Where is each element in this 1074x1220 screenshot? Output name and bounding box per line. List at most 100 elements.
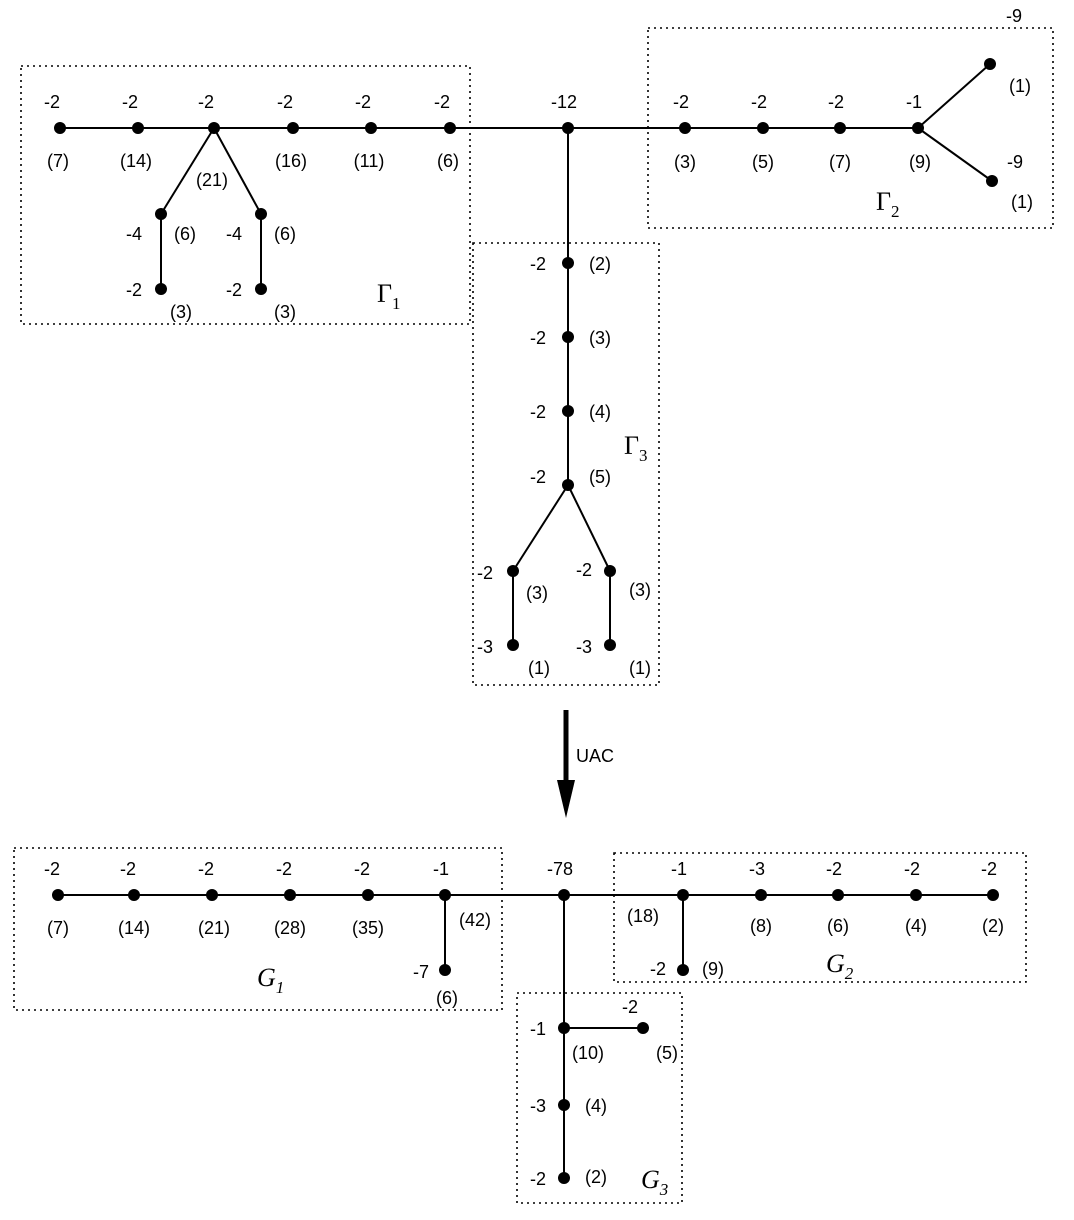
top-node-c2: [255, 283, 267, 295]
top-node-weight-d3: -2: [828, 92, 844, 112]
uac-arrow: UAC: [557, 710, 614, 818]
top-region-label-gamma1: Γ1: [377, 279, 401, 313]
bottom-node-weight-h5: -2: [354, 859, 370, 879]
top-edge-d4-e1: [917, 63, 991, 129]
top-region-symbol-gamma3: Γ: [624, 431, 639, 460]
bottom-node-weight-h2: -2: [120, 859, 136, 879]
bottom-region-label-g3: G3: [641, 1165, 668, 1199]
bottom-region-symbol-g1: G: [257, 963, 276, 992]
top-node-d2: [757, 122, 769, 134]
bottom-node-k1: [677, 889, 689, 901]
top-node-vr2: [604, 639, 616, 651]
top-node-multiplicity-a4: (16): [275, 151, 307, 171]
top-node-d4: [912, 122, 924, 134]
bottom-node-weight-h3: -2: [198, 859, 214, 879]
bottom-node-multiplicity-m2: (4): [585, 1096, 607, 1116]
top-node-multiplicity-e2: (1): [1011, 192, 1033, 212]
top-region-symbol-gamma2: Γ: [876, 187, 891, 216]
bottom-node-weight-m1b: -2: [622, 997, 638, 1017]
top-node-v4: [562, 479, 574, 491]
bottom-node-multiplicity-h4: (28): [274, 918, 306, 938]
bottom-node-m3: [558, 1172, 570, 1184]
top-node-multiplicity-b2: (3): [170, 302, 192, 322]
arrow-head: [557, 780, 575, 818]
bottom-node-multiplicity-m1b: (5): [656, 1043, 678, 1063]
bottom-node-multiplicity-h3: (21): [198, 918, 230, 938]
top-node-multiplicity-vl1: (3): [526, 583, 548, 603]
top-node-e1: [984, 58, 996, 70]
bottom-region-label-g1: G1: [257, 963, 284, 997]
bottom-node-h3: [206, 889, 218, 901]
bottom-node-multiplicity-h7: (6): [436, 988, 458, 1008]
top-node-weight-vr2: -3: [576, 637, 592, 657]
bottom-node-weight-k1b: -2: [650, 959, 666, 979]
bottom-node-weight-h1: -2: [44, 859, 60, 879]
top-node-vl2: [507, 639, 519, 651]
top-node-multiplicity-a6: (6): [437, 151, 459, 171]
bottom-node-multiplicity-k1: (18): [627, 906, 659, 926]
top-node-multiplicity-v3: (4): [589, 402, 611, 422]
bottom-node-weight-center: -78: [547, 859, 573, 879]
bottom-node-multiplicity-m1: (10): [572, 1043, 604, 1063]
top-node-c1: [255, 208, 267, 220]
top-node-weight-a2: -2: [122, 92, 138, 112]
bottom-region-symbol-g2: G: [826, 949, 845, 978]
arrow-label: UAC: [576, 746, 614, 766]
top-node-multiplicity-d4: (9): [909, 152, 931, 172]
top-node-center: [562, 122, 574, 134]
top-node-a6: [444, 122, 456, 134]
bottom-region-symbol-g3: G: [641, 1165, 660, 1194]
top-edge-v4-vr1: [567, 484, 611, 572]
top-node-d1: [679, 122, 691, 134]
bottom-region-g1: [13, 847, 503, 1011]
bottom-node-weight-h6: -1: [433, 859, 449, 879]
top-node-multiplicity-d2: (5): [752, 152, 774, 172]
top-node-multiplicity-a2: (14): [120, 151, 152, 171]
top-node-weight-v2: -2: [530, 328, 546, 348]
bottom-node-h2: [128, 889, 140, 901]
top-node-weight-a3: -2: [198, 92, 214, 112]
bottom-node-multiplicity-h2: (14): [118, 918, 150, 938]
bottom-node-weight-h4: -2: [276, 859, 292, 879]
top-node-weight-v1: -2: [530, 254, 546, 274]
top-node-weight-vr1: -2: [576, 560, 592, 580]
top-region-label-gamma2: Γ2: [876, 187, 900, 221]
bottom-region-label-g2: G2: [826, 949, 854, 983]
bottom-node-multiplicity-m3: (2): [585, 1167, 607, 1187]
bottom-region-subscript-g1: 1: [276, 978, 285, 997]
bottom-node-weight-k5: -2: [981, 859, 997, 879]
bottom-node-k2: [755, 889, 767, 901]
top-node-a5: [365, 122, 377, 134]
top-node-weight-a4: -2: [277, 92, 293, 112]
bottom-node-weight-m2: -3: [530, 1096, 546, 1116]
top-node-weight-d4: -1: [906, 92, 922, 112]
bottom-region-g2: [613, 852, 1027, 983]
bottom-region-subscript-g3: 3: [659, 1180, 669, 1199]
top-node-multiplicity-d3: (7): [829, 152, 851, 172]
top-region-subscript-gamma3: 3: [639, 446, 648, 465]
bottom-node-weight-m3: -2: [530, 1169, 546, 1189]
bottom-node-weight-k2: -3: [749, 859, 765, 879]
bottom-region-subscript-g2: 2: [845, 964, 854, 983]
top-region-symbol-gamma1: Γ: [377, 279, 392, 308]
bottom-node-k3: [832, 889, 844, 901]
top-node-weight-b2: -2: [126, 280, 142, 300]
top-node-weight-c2: -2: [226, 280, 242, 300]
bottom-node-weight-h7: -7: [413, 962, 429, 982]
top-node-weight-v4: -2: [530, 467, 546, 487]
bottom-node-multiplicity-k1b: (9): [702, 959, 724, 979]
top-node-multiplicity-vr2: (1): [629, 658, 651, 678]
top-node-multiplicity-c2: (3): [274, 302, 296, 322]
top-edge-d4-e2: [917, 127, 993, 182]
top-node-multiplicity-b1: (6): [174, 224, 196, 244]
top-region-subscript-gamma2: 2: [891, 202, 900, 221]
top-node-multiplicity-c1: (6): [274, 224, 296, 244]
bottom-node-h4: [284, 889, 296, 901]
top-edge-a3-b1: [160, 127, 215, 215]
bottom-node-weight-k1: -1: [671, 859, 687, 879]
bottom-node-h1: [52, 889, 64, 901]
top-node-a2: [132, 122, 144, 134]
top-node-multiplicity-v1: (2): [589, 254, 611, 274]
top-node-weight-v3: -2: [530, 402, 546, 422]
